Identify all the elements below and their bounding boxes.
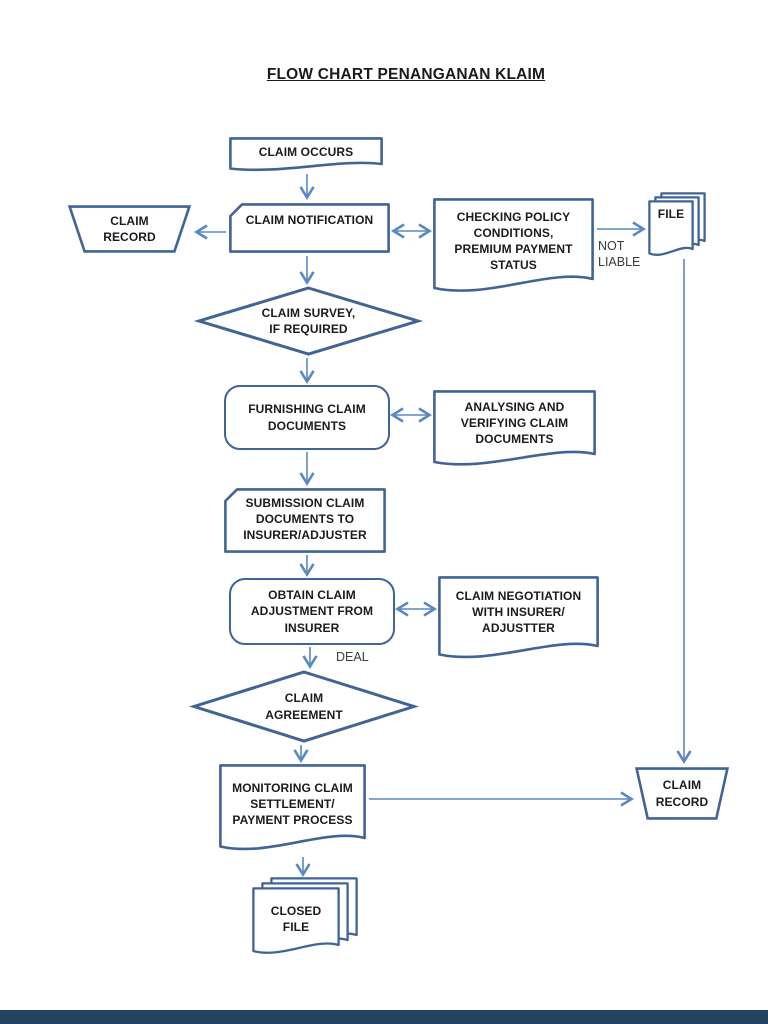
node-claim-survey: CLAIM SURVEY, IF REQUIRED [193,286,424,356]
node-claim-occurs: CLAIM OCCURS [229,137,383,173]
page-title: FLOW CHART PENANGANAN KLAIM [266,66,546,83]
claim-occurs-label: CLAIM OCCURS [258,144,354,159]
claim-record-1-label: CLAIM RECORD [103,213,156,244]
node-submission-claim-documents: SUBMISSION CLAIM DOCUMENTS TO INSURER/AD… [224,488,386,553]
stack-shape-outline [648,192,706,256]
trap-shape-outline [634,767,730,820]
doc-shape-outline [229,137,383,172]
claim-notification-label: CLAIM NOTIFICATION [245,213,374,227]
edge-label-deal: DEAL [336,650,369,664]
node-checking-policy: CHECKING POLICY CONDITIONS, PREMIUM PAYM… [433,198,594,297]
node-claim-agreement: CLAIM AGREEMENT [188,670,420,743]
analysing-label: ANALYSING AND VERIFYING CLAIM DOCUMENTS [460,399,569,447]
card-shape-outline [224,488,386,553]
stack-shape-outline [252,877,358,954]
doc-shape-outline [433,198,594,292]
node-furnishing-claim-documents: FURNISHING CLAIM DOCUMENTS [224,385,390,450]
closed-file-label: CLOSED FILE [270,904,322,935]
furnishing-label: FURNISHING CLAIM DOCUMENTS [248,402,366,433]
node-claim-record-2: CLAIM RECORD [634,767,730,820]
doc-shape-outline [438,576,599,659]
node-closed-file: CLOSED FILE [252,877,358,957]
node-analysing-verifying: ANALYSING AND VERIFYING CLAIM DOCUMENTS [433,390,596,470]
claim-record-2-label: CLAIM RECORD [655,778,709,809]
doc-shape-outline [219,764,366,851]
node-claim-notification: CLAIM NOTIFICATION [229,203,390,253]
node-claim-record-1: CLAIM RECORD [67,205,192,253]
node-obtain-claim-adjustment: OBTAIN CLAIM ADJUSTMENT FROM INSURER [229,578,395,645]
negotiation-label: CLAIM NEGOTIATION WITH INSURER/ ADJUSTTE… [455,588,582,636]
card-shape-outline [229,203,390,253]
doc-shape-outline [433,390,596,466]
node-monitoring-settlement: MONITORING CLAIM SETTLEMENT/ PAYMENT PRO… [219,764,366,855]
diamond-shape-outline [193,286,424,356]
monitoring-label: MONITORING CLAIM SETTLEMENT/ PAYMENT PRO… [232,780,353,828]
edge-label-not-liable: NOT LIABLE [598,239,641,270]
checking-policy-label: CHECKING POLICY CONDITIONS, PREMIUM PAYM… [454,209,573,273]
file-label: FILE [657,207,685,221]
node-claim-negotiation: CLAIM NEGOTIATION WITH INSURER/ ADJUSTTE… [438,576,599,663]
node-file: FILE [648,192,706,258]
viewer-page-gap-bar [0,1010,768,1024]
claim-survey-label: CLAIM SURVEY, IF REQUIRED [261,305,356,336]
claim-agreement-label: CLAIM AGREEMENT [265,691,343,722]
submission-label: SUBMISSION CLAIM DOCUMENTS TO INSURER/AD… [243,496,367,543]
diamond-shape-outline [188,670,420,743]
obtain-label: OBTAIN CLAIM ADJUSTMENT FROM INSURER [250,588,374,635]
trap-shape-outline [67,205,192,253]
